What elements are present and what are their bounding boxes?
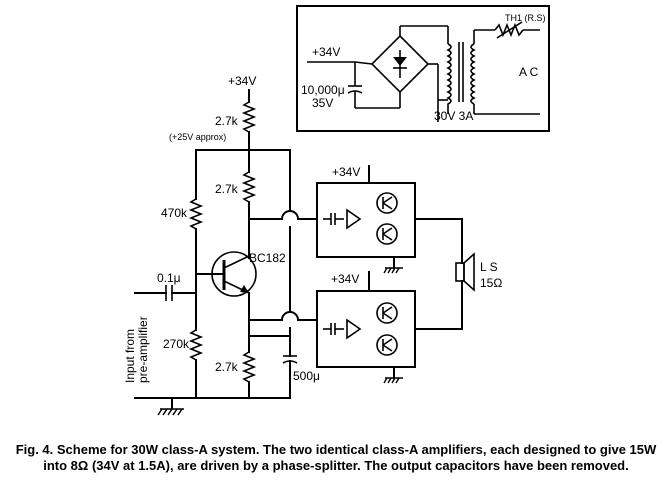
input-label-line2: pre-amplifier [136,316,150,383]
r-top-note: (+25V approx) [169,132,226,142]
psu-cap-value: 10,000μ [301,83,345,97]
signal-links [248,189,318,337]
amp1-supply-label: +34V [332,165,360,179]
amp2-supply-label: +34V [331,272,359,286]
thermistor [494,21,540,39]
power-supply-inset: +34V 10,000μ 35V [296,5,550,132]
ac-input-label: A C [519,65,539,79]
r-collector-label: 2.7k [215,182,239,196]
transformer-rating: 30V 3A [434,109,473,123]
ground-symbol [157,408,184,416]
psu-supply-label: +34V [312,45,340,59]
resistor-collector-2k7 [241,171,257,203]
psu-frame [296,5,550,132]
r-top-label: 2.7k [215,114,239,128]
speaker-label: L S [480,260,498,274]
amplifier-upper: +34V [316,165,463,274]
amp1-output-transistor-2 [376,223,398,245]
mains-transformer [446,29,540,115]
amp1-output-transistor-1 [376,192,398,214]
bridge-rectifier [354,25,449,108]
input-cap-label: 0.1μ [157,271,181,285]
input-label-line1: Input from [123,329,137,383]
loudspeaker [455,218,475,330]
decoupling-capacitor [282,335,298,399]
amp2-output-transistor-1 [376,302,398,324]
amplifier-lower: +34V [316,271,463,384]
r-emitter-label: 2.7k [215,360,239,374]
circuit-schematic: +34V 10,000μ 35V [123,5,550,416]
speaker-impedance: 15Ω [480,276,502,290]
transistor-label: BC182 [249,251,286,265]
resistor-top-2k7 [241,101,257,133]
thermistor-label: TH1 (R.S) [505,13,546,23]
resistor-bias-470k [188,198,204,230]
amp1-triangle [346,208,362,230]
phase-splitter: +34V 2.7k (+25V approx) 470k 2.7k BC182 [123,74,320,416]
resistor-emitter-2k7 [241,351,257,383]
r-bias-lower-label: 270k [163,337,190,351]
resistor-bias-270k [188,329,204,361]
figure-caption: Fig. 4. Scheme for 30W class-A system. T… [15,442,657,473]
r-bias-upper-label: 470k [161,206,188,220]
top-supply-label: +34V [228,74,256,88]
amp2-triangle [346,318,362,340]
psu-smoothing-capacitor [347,62,363,108]
psu-cap-voltage: 35V [312,96,333,110]
amp2-output-transistor-2 [376,334,398,356]
decoupling-cap-label: 500μ [293,369,320,383]
